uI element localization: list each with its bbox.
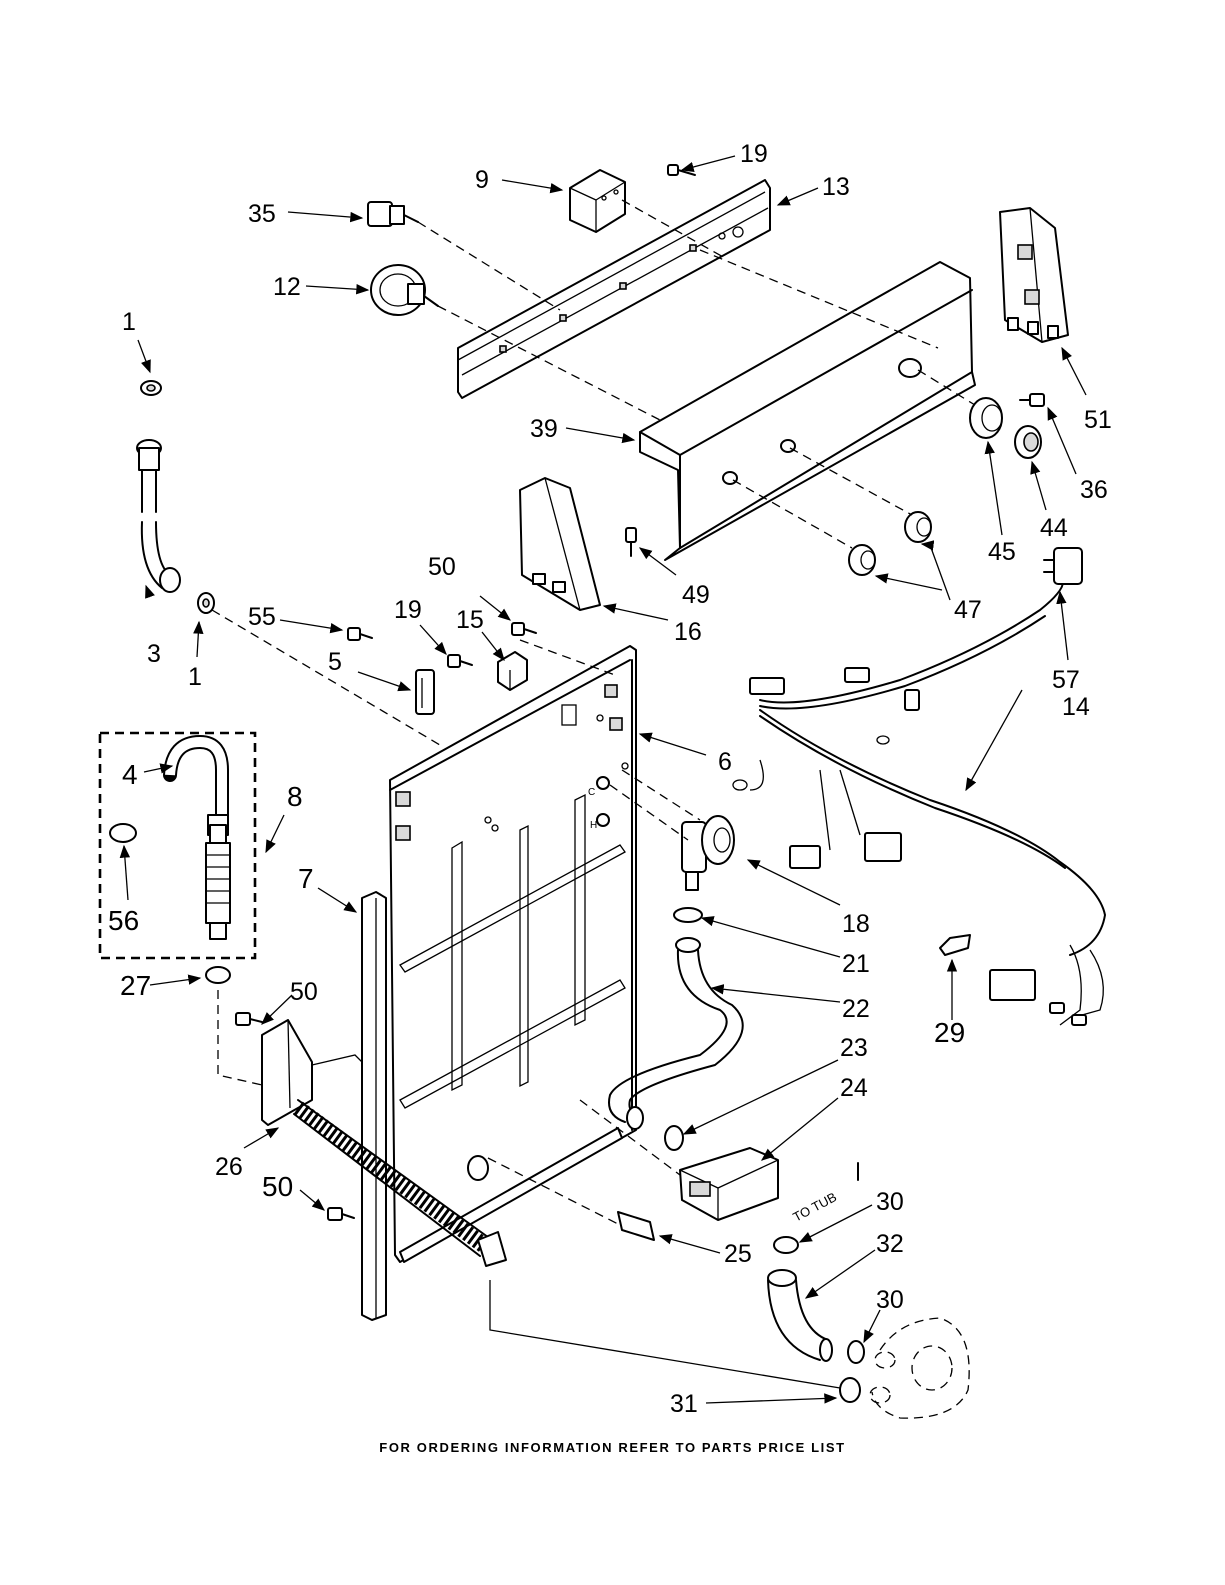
callout-36: 36	[1080, 476, 1108, 504]
screw-part-50-bottom	[328, 1208, 354, 1220]
callout-13: 13	[822, 173, 850, 201]
callout-57: 57	[1052, 666, 1080, 694]
callout-50-mid: 50	[290, 978, 318, 1006]
clamp-part-56	[110, 824, 136, 842]
callout-1-bottom: 1	[188, 663, 202, 691]
screw-part-19-mid	[448, 655, 472, 667]
screw-part-50-top	[512, 623, 536, 635]
clip-part-25	[618, 1212, 654, 1240]
callout-14: 14	[1062, 693, 1090, 721]
wire-harness-part-57	[733, 580, 1105, 1025]
callout-21: 21	[842, 950, 870, 978]
callout-19-mid: 19	[394, 596, 422, 624]
side-channel-part-7	[362, 892, 386, 1320]
pump-outline	[870, 1318, 969, 1418]
button-part-47	[849, 512, 931, 575]
callout-8: 8	[287, 781, 303, 812]
callout-39: 39	[530, 415, 558, 443]
knob-part-44	[1015, 426, 1041, 458]
callout-27: 27	[120, 970, 151, 1001]
callout-55: 55	[248, 603, 276, 631]
drain-bracket-part-26	[262, 1020, 312, 1125]
callout-26: 26	[215, 1153, 243, 1181]
ordering-info-note: FOR ORDERING INFORMATION REFER TO PARTS …	[0, 1440, 1225, 1455]
callout-30-right: 30	[876, 1286, 904, 1314]
to-tub-bracket: TO TUB	[790, 1163, 858, 1225]
callout-50-bottom: 50	[262, 1171, 293, 1202]
callout-15: 15	[456, 606, 484, 634]
callout-18: 18	[842, 910, 870, 938]
washer-part-1-top	[141, 381, 161, 395]
callout-24: 24	[840, 1074, 868, 1102]
end-cap-part-16	[520, 478, 600, 610]
screw-part-50-left	[236, 1013, 262, 1025]
callout-22: 22	[842, 995, 870, 1023]
clamp-part-31	[840, 1378, 860, 1402]
to-tub-label: TO TUB	[790, 1189, 839, 1224]
clamp-part-21	[674, 908, 702, 922]
callout-49: 49	[682, 581, 710, 609]
callout-4: 4	[122, 759, 138, 790]
callout-30-top: 30	[876, 1188, 904, 1216]
drain-hose-coupling	[206, 825, 230, 939]
clamp-part-30-top	[774, 1237, 798, 1253]
callout-9: 9	[475, 166, 489, 194]
callout-1-top: 1	[122, 308, 136, 336]
clamp-part-23	[665, 1126, 683, 1150]
cold-mark: C	[588, 787, 595, 798]
washer-part-1-bottom	[198, 593, 214, 613]
drain-hose-part-4	[170, 742, 228, 835]
callout-47: 47	[954, 596, 982, 624]
power-cord-part-14	[1044, 548, 1082, 584]
timer-part-12	[371, 265, 438, 315]
inlet-hose-part-3	[137, 440, 180, 592]
callout-35: 35	[248, 200, 276, 228]
callout-3: 3	[147, 640, 161, 668]
hot-mark: H	[590, 820, 597, 831]
callout-16: 16	[674, 618, 702, 646]
callout-25: 25	[724, 1240, 752, 1268]
callout-45: 45	[988, 538, 1016, 566]
bracket-part-9	[570, 170, 625, 232]
screw-part-19-top	[668, 165, 695, 175]
callout-23: 23	[840, 1034, 868, 1062]
clamp-part-27	[206, 967, 230, 983]
callout-51: 51	[1084, 406, 1112, 434]
screw-part-36	[1020, 394, 1044, 406]
callout-44: 44	[1040, 514, 1068, 542]
end-cap-part-51	[1000, 208, 1068, 342]
rear-panel-part-6: C H	[390, 646, 636, 1262]
callout-56: 56	[108, 905, 139, 936]
callout-32: 32	[876, 1230, 904, 1258]
callout-12: 12	[273, 273, 301, 301]
callout-29: 29	[934, 1017, 965, 1048]
callout-31: 31	[670, 1390, 698, 1418]
bezel-part-45	[970, 398, 1002, 438]
clip-part-29	[940, 935, 970, 955]
clamp-part-30-right	[848, 1341, 864, 1363]
callout-6: 6	[718, 748, 732, 776]
callout-19-top: 19	[740, 140, 768, 168]
clip-part-5	[416, 670, 434, 714]
callout-50-top: 50	[428, 553, 456, 581]
callout-5: 5	[328, 648, 342, 676]
water-valve-part-18	[682, 816, 734, 890]
callout-7: 7	[298, 863, 314, 894]
pump-hose-part-32	[768, 1270, 832, 1361]
switch-part-35	[368, 202, 418, 226]
screw-part-49	[626, 528, 636, 556]
screw-part-55	[348, 628, 372, 640]
